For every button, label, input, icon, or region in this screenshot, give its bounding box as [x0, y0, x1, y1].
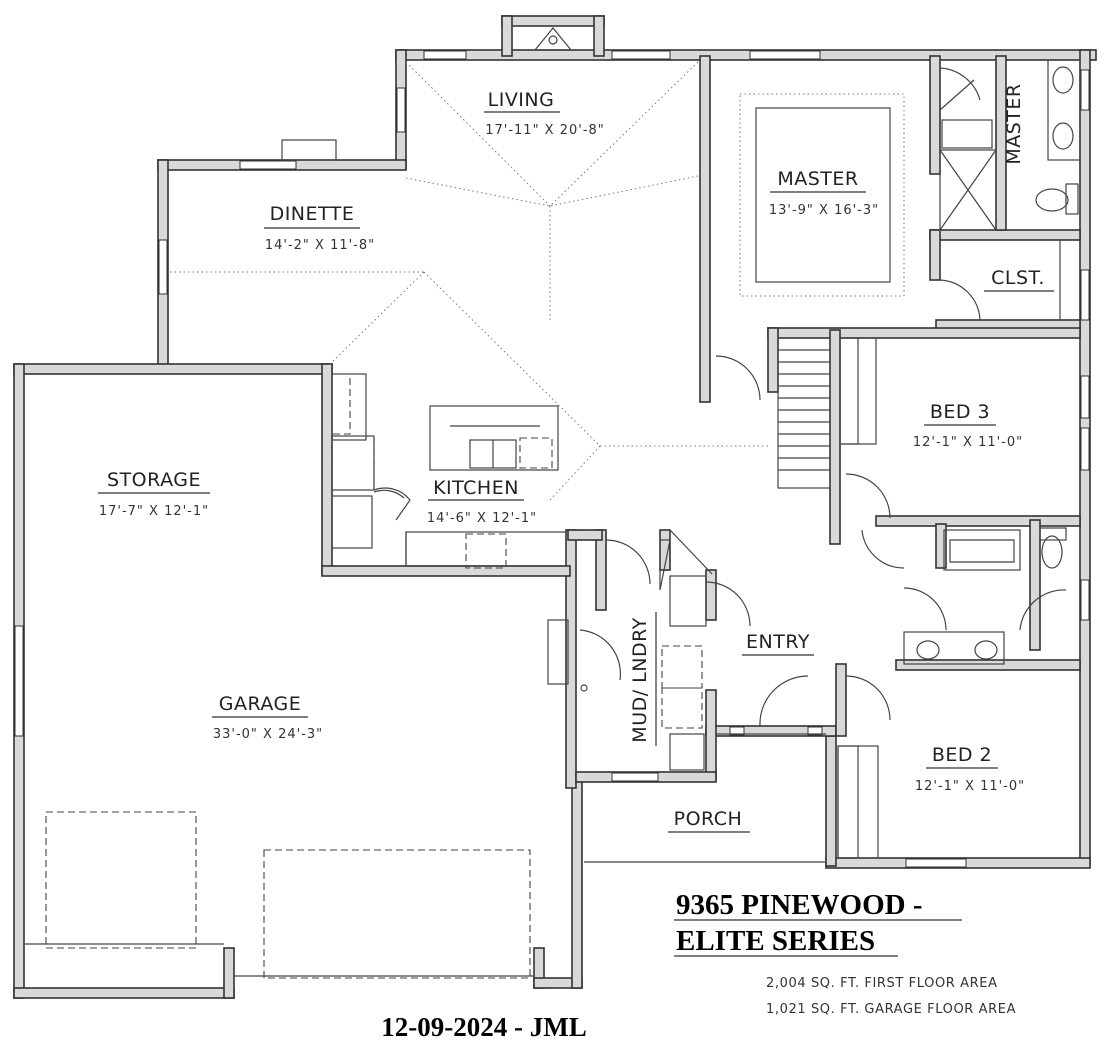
room-dinette: DINETTE 14'-2" X 11'-8": [264, 203, 375, 253]
room-name: STORAGE: [107, 469, 201, 491]
room-name: MASTER: [1003, 83, 1025, 164]
room-dimensions: 14'-2" X 11'-8": [265, 238, 375, 253]
plan-title-line1: 9365 PINEWOOD -: [676, 889, 923, 921]
stair-treads: [778, 349, 830, 471]
room-dimensions: 33'-0" X 24'-3": [213, 727, 323, 742]
room-name: PORCH: [674, 808, 743, 830]
room-dimensions: 13'-9" X 16'-3": [769, 203, 879, 218]
room-dimensions: 12'-1" X 11'-0": [915, 779, 1025, 794]
room-garage: GARAGE 33'-0" X 24'-3": [212, 693, 323, 742]
room-bed2: BED 2 12'-1" X 11'-0": [915, 744, 1025, 794]
fixtures: [24, 25, 1081, 979]
room-name: MUD/ LNDRY: [629, 617, 651, 742]
interior-walls: [567, 55, 1081, 737]
room-entry: ENTRY: [742, 631, 814, 656]
garage-floor-area: 1,021 SQ. FT. GARAGE FLOOR AREA: [766, 1002, 1016, 1017]
room-name: LIVING: [488, 89, 555, 111]
room-closet: CLST.: [984, 267, 1054, 292]
date-stamp: 12-09-2024 - JML: [381, 1012, 586, 1042]
room-kitchen: KITCHEN 14'-6" X 12'-1": [427, 477, 537, 526]
room-mud-laundry: MUD/ LNDRY: [629, 612, 657, 746]
room-name: BED 2: [932, 744, 992, 766]
ceiling-lines: [170, 61, 905, 501]
room-name: MASTER: [777, 168, 858, 190]
room-dimensions: 17'-11" X 20'-8": [485, 123, 605, 138]
room-name: GARAGE: [219, 693, 302, 715]
room-name: KITCHEN: [433, 477, 519, 499]
first-floor-area: 2,004 SQ. FT. FIRST FLOOR AREA: [766, 976, 998, 991]
room-master-bath: MASTER: [1003, 83, 1025, 164]
room-porch: PORCH: [668, 808, 750, 833]
room-master: MASTER 13'-9" X 16'-3": [769, 168, 879, 218]
title-block: 9365 PINEWOOD - ELITE SERIES 2,004 SQ. F…: [674, 889, 1016, 1017]
room-name: ENTRY: [746, 631, 810, 653]
room-dimensions: 14'-6" X 12'-1": [427, 511, 537, 526]
room-name: BED 3: [930, 401, 990, 423]
windows: [14, 50, 1090, 868]
room-labels: LIVING 17'-11" X 20'-8" MASTER 13'-9" X …: [98, 83, 1054, 833]
room-name: CLST.: [991, 267, 1045, 289]
room-storage: STORAGE 17'-7" X 12'-1": [98, 469, 210, 519]
room-bed3: BED 3 12'-1" X 11'-0": [913, 401, 1023, 450]
plan-title-line2: ELITE SERIES: [676, 925, 875, 957]
room-dimensions: 17'-7" X 12'-1": [99, 504, 209, 519]
room-name: DINETTE: [270, 203, 355, 225]
room-dimensions: 12'-1" X 11'-0": [913, 435, 1023, 450]
room-living: LIVING 17'-11" X 20'-8": [484, 89, 605, 138]
